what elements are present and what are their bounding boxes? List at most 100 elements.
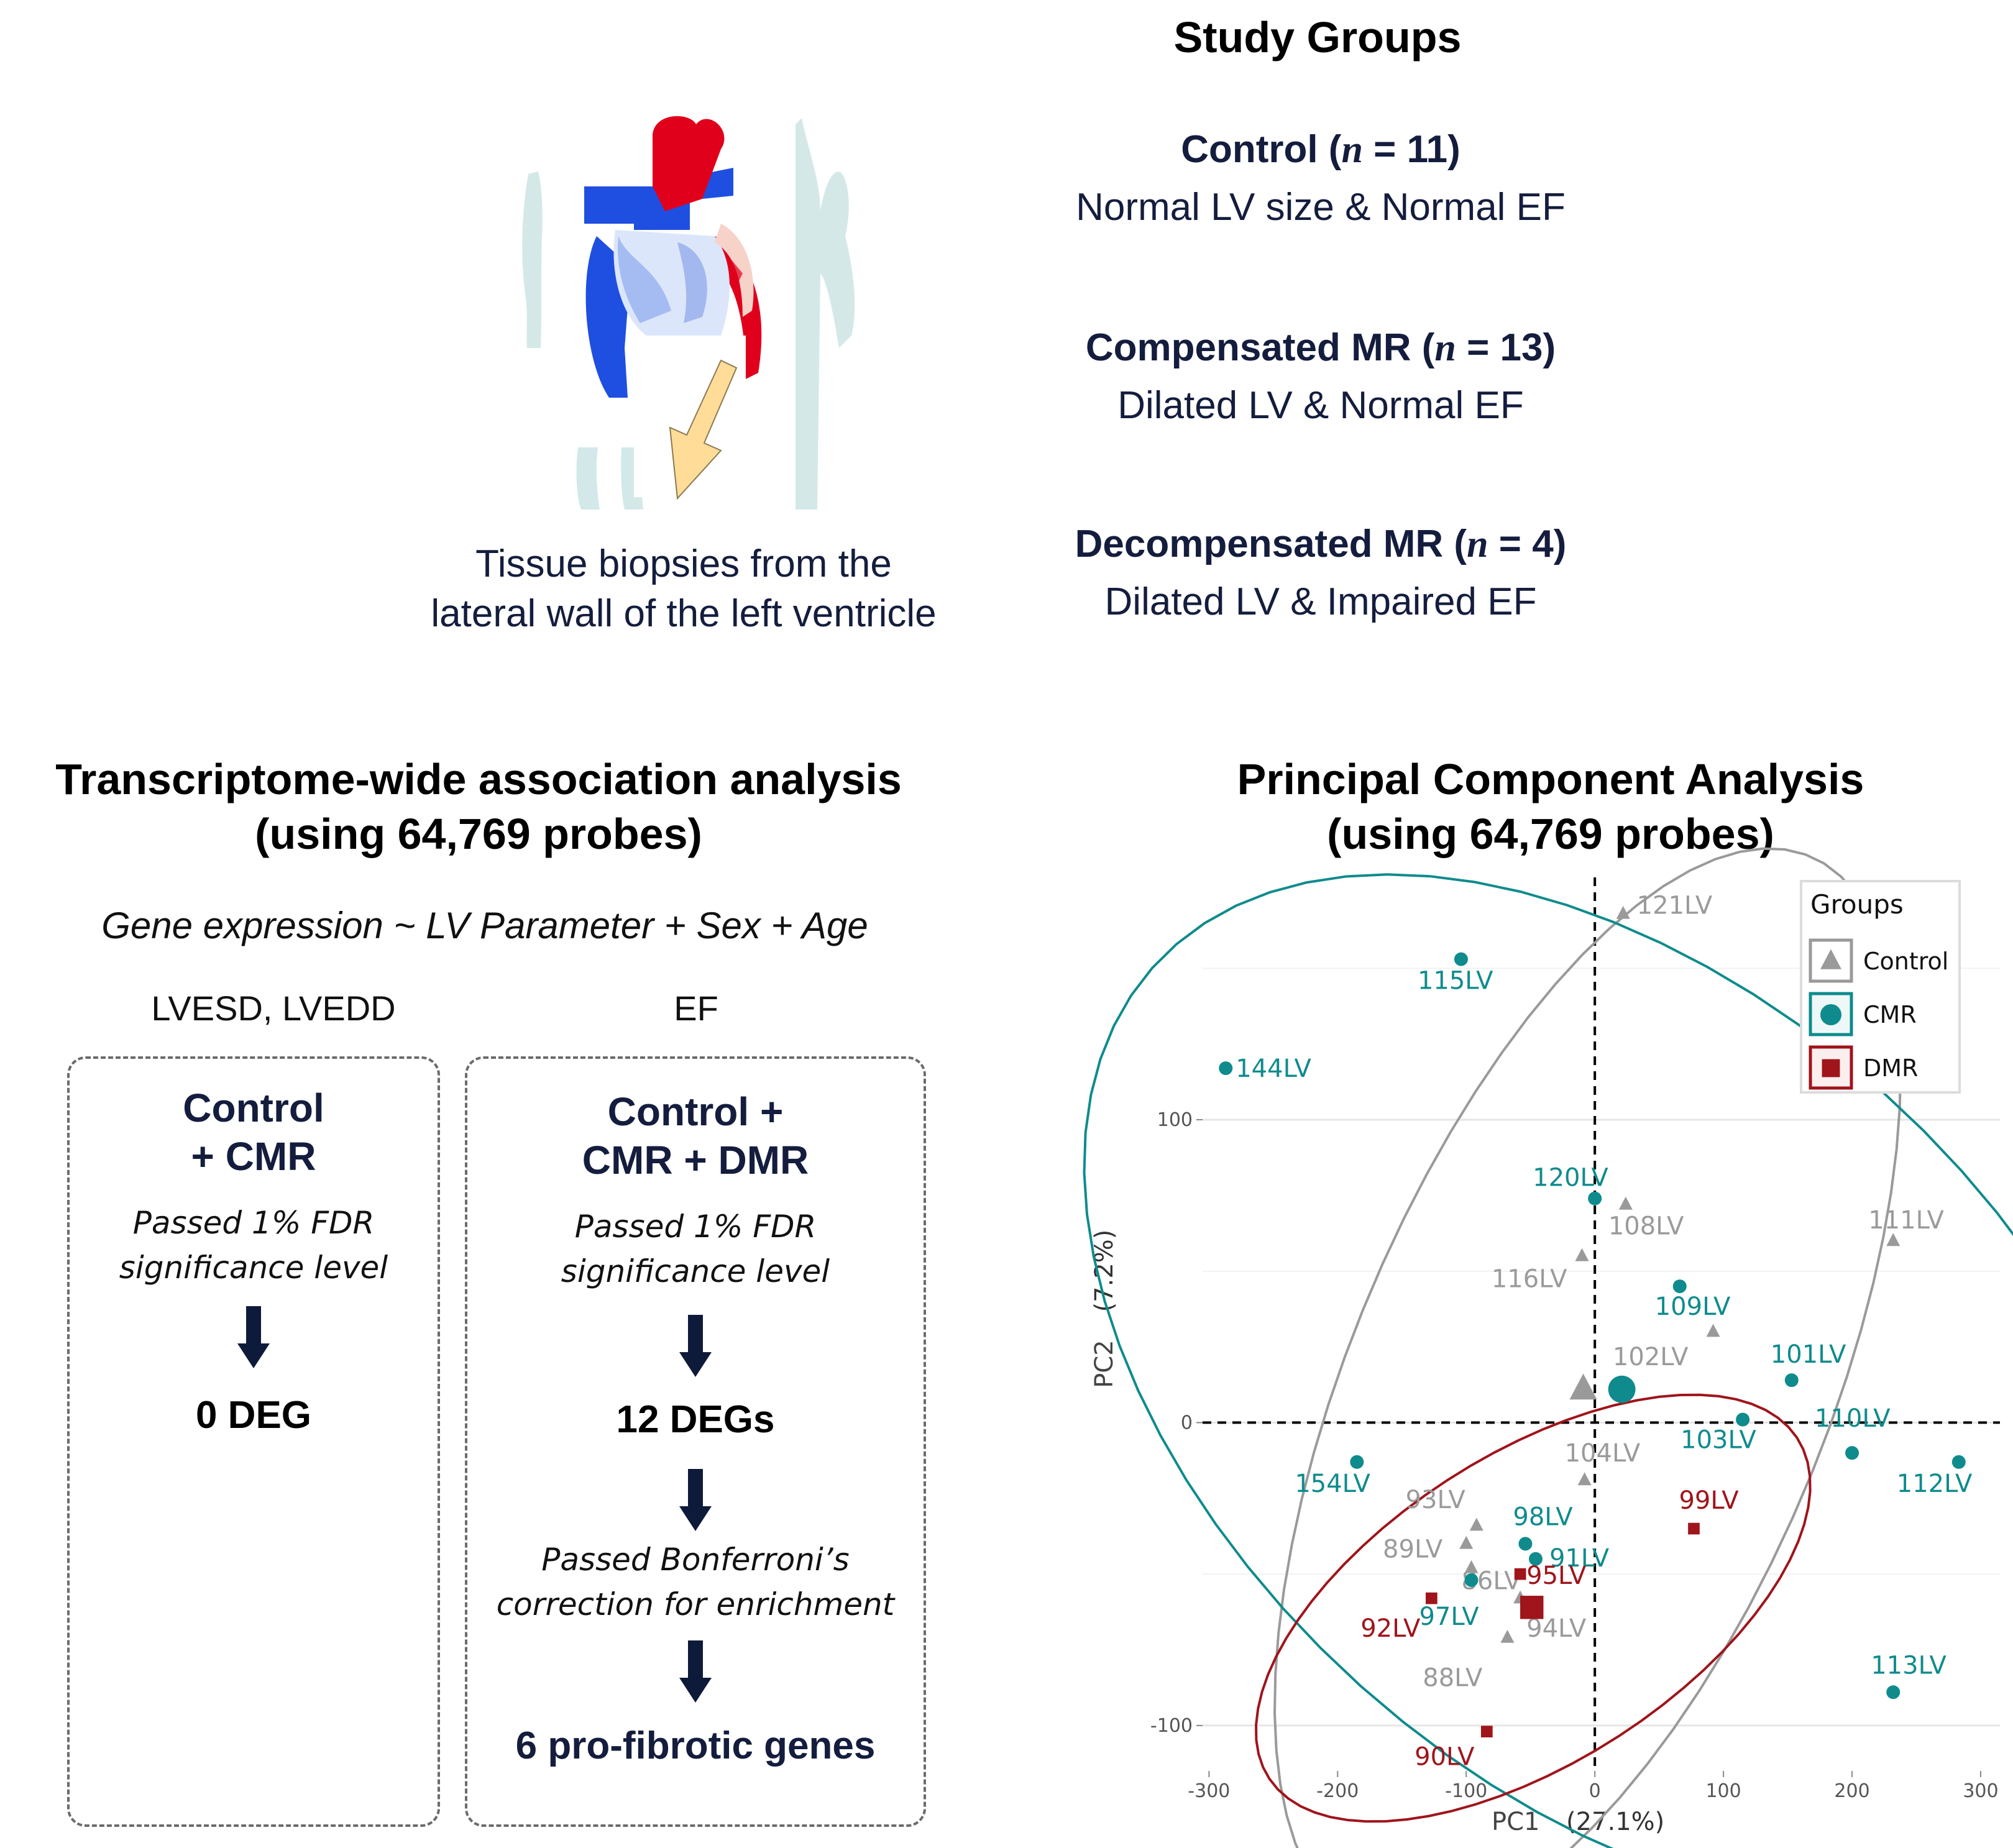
twas-title-line2: (using 64,769 probes): [255, 810, 702, 858]
group-dmr-description: Dilated LV & Impaired EF: [1104, 580, 1537, 623]
right-fdr-line2: significance level: [561, 1253, 830, 1289]
right-box-heading: Control + CMR + DMR: [467, 1087, 924, 1184]
point-label-112lv: 112LV: [1897, 1470, 1973, 1498]
point-88lv: [1500, 1629, 1515, 1643]
left-box-heading: Control + CMR: [70, 1084, 438, 1181]
point-90lv: [1480, 1726, 1493, 1737]
point-label-108lv: 108LV: [1608, 1212, 1684, 1240]
left-fdr-line1: Passed 1% FDR: [132, 1205, 375, 1241]
group-cmr-description: Dilated LV & Normal EF: [1117, 384, 1524, 427]
left-box-heading-line2: + CMR: [191, 1134, 316, 1179]
x-tick-label: -300: [1188, 1780, 1230, 1802]
point-116lv: [1575, 1248, 1589, 1261]
point-109lv: [1672, 1279, 1687, 1294]
left-fdr-line2: significance level: [119, 1250, 388, 1286]
heart-chambers: [613, 224, 754, 336]
point-121lv: [1616, 905, 1630, 919]
biopsy-caption: Tissue biopsies from the lateral wall of…: [398, 539, 970, 639]
analysis-box-lv-size: Control + CMR Passed 1% FDR significance…: [67, 1056, 440, 1827]
group-control-description: Normal LV size & Normal EF: [1076, 186, 1566, 229]
x-tick-label: 300: [1963, 1780, 1998, 1802]
left-box-heading-line1: Control: [183, 1086, 324, 1130]
point-label-95lv: 95LV: [1526, 1562, 1587, 1590]
down-arrow-icon: [679, 1640, 712, 1703]
left-parameter-label: LVESD, LVEDD: [151, 989, 396, 1028]
legend-label-dmr: DMR: [1863, 1054, 1918, 1082]
x-tick-label: 200: [1834, 1780, 1869, 1802]
x-axis-title: PC1: [1492, 1808, 1540, 1836]
biopsy-arrow: [669, 359, 738, 500]
point-label-110lv: 110LV: [1815, 1404, 1891, 1433]
confidence-ellipse-dmr: [1255, 1393, 1812, 1823]
point-89lv: [1459, 1535, 1474, 1549]
point-91lv: [1528, 1552, 1543, 1566]
legend-key-dmr: [1809, 1045, 1853, 1090]
point-label-101lv: 101LV: [1771, 1340, 1846, 1369]
pca-title: Principal Component Analysis (using 64,7…: [1137, 752, 1964, 861]
centroid-cmr: [1608, 1375, 1636, 1403]
point-93lv: [1469, 1517, 1483, 1531]
y-tick-label: 100: [1157, 1109, 1193, 1131]
analysis-box-ef: Control + CMR + DMR Passed 1% FDR signif…: [465, 1056, 926, 1827]
y-tick-label: 0: [1181, 1412, 1193, 1434]
right-box-fdr-step: Passed 1% FDR significance level: [467, 1204, 924, 1294]
point-label-104lv: 104LV: [1565, 1439, 1641, 1468]
right-bonferroni-line1: Passed Bonferroni’s: [541, 1542, 850, 1578]
centroid-dmr: [1520, 1596, 1544, 1619]
point-86lv: [1464, 1560, 1479, 1573]
x-tick-label: 0: [1589, 1780, 1601, 1802]
point-111lv: [1886, 1233, 1901, 1246]
point-label-111lv: 111LV: [1868, 1206, 1944, 1235]
legend-label-control: Control: [1863, 948, 1948, 975]
point-label-93lv: 93LV: [1406, 1486, 1466, 1514]
point-110lv: [1845, 1446, 1859, 1460]
right-box-result-genes: 6 pro-fibrotic genes: [515, 1724, 876, 1767]
point-label-103lv: 103LV: [1681, 1426, 1756, 1455]
point-label-144lv: 144LV: [1236, 1054, 1311, 1083]
x-tick-label: 100: [1705, 1780, 1741, 1802]
point-label-90lv: 90LV: [1415, 1743, 1475, 1772]
point-102lv: [1706, 1324, 1720, 1337]
point-104lv: [1577, 1472, 1592, 1486]
right-fdr-line1: Passed 1% FDR: [574, 1209, 817, 1245]
right-parameter-label: EF: [674, 989, 718, 1028]
legend-label-cmr: CMR: [1863, 1001, 1917, 1028]
biopsy-caption-line1: Tissue biopsies from the: [475, 542, 892, 585]
point-98lv: [1518, 1537, 1533, 1551]
point-label-154lv: 154LV: [1295, 1470, 1370, 1498]
y-tick-label: -100: [1150, 1715, 1193, 1737]
biopsy-caption-line2: lateral wall of the left ventricle: [431, 592, 937, 635]
point-113lv: [1886, 1685, 1901, 1699]
pca-title-line1: Principal Component Analysis: [1237, 755, 1864, 803]
point-144lv: [1219, 1061, 1233, 1076]
legend-marker-dmr: [1822, 1059, 1840, 1077]
point-label-115lv: 115LV: [1418, 967, 1493, 995]
point-label-91lv: 91LV: [1549, 1544, 1610, 1573]
twas-title-line1: Transcriptome-wide association analysis: [55, 755, 902, 803]
point-label-88lv: 88LV: [1423, 1664, 1483, 1693]
left-box-fdr-step: Passed 1% FDR significance level: [70, 1201, 438, 1290]
centroid-control: [1569, 1373, 1597, 1400]
y-axis-title: PC2: [1090, 1340, 1119, 1388]
point-label-109lv: 109LV: [1655, 1292, 1731, 1321]
right-bonferroni-line2: correction for enrichment: [496, 1586, 895, 1622]
twas-title: Transcriptome-wide association analysis …: [12, 752, 945, 861]
point-label-94lv: 94LV: [1526, 1614, 1587, 1643]
x-axis-percent: (27.1%): [1566, 1808, 1664, 1836]
point-97lv: [1464, 1573, 1479, 1587]
confidence-ellipse-control: [1273, 847, 1902, 1848]
point-label-99lv: 99LV: [1679, 1486, 1739, 1515]
group-cmr-name: Compensated MR (n = 13): [1085, 326, 1556, 369]
point-label-102lv: 102LV: [1613, 1343, 1689, 1371]
group-control-name: Control (n = 11): [1181, 128, 1460, 171]
confidence-ellipse-cmr: [1083, 873, 2013, 1848]
point-99lv: [1688, 1522, 1700, 1535]
point-label-116lv: 116LV: [1492, 1265, 1567, 1293]
right-box-result-degs: 12 DEGs: [616, 1398, 775, 1441]
down-arrow-icon: [237, 1306, 270, 1368]
right-box-bonferroni-step: Passed Bonferroni’s correction for enric…: [467, 1537, 924, 1627]
right-box-heading-line2: CMR + DMR: [582, 1138, 809, 1182]
point-label-113lv: 113LV: [1871, 1651, 1947, 1680]
